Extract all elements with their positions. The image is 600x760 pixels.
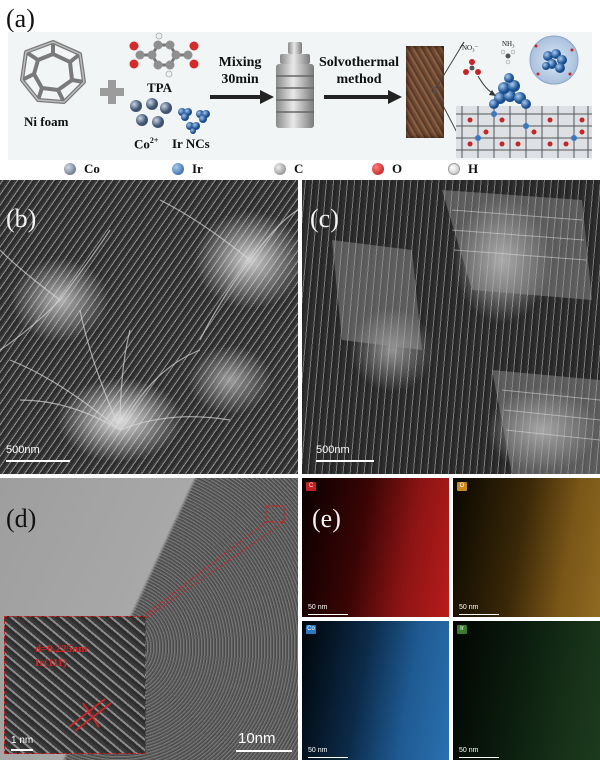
- eds-map-co-scale-bar: [308, 757, 348, 758]
- panel-c-sem-image: (c) 500nm: [302, 180, 600, 474]
- ni-foam-cage-icon: [20, 40, 86, 104]
- nh3-label: NH₃: [502, 40, 515, 48]
- panel-c-scale-bar: [316, 460, 374, 462]
- electrode-product-image: [406, 46, 444, 138]
- lattice-fringe-marker: [68, 698, 112, 732]
- eds-map-c-tag: C: [306, 482, 316, 491]
- panel-a: (a) Ni foam TPA: [0, 0, 600, 178]
- panel-c-label: (c): [310, 204, 339, 233]
- o-atom-swatch: [372, 163, 384, 176]
- co-ion-charge: 2+: [149, 136, 159, 145]
- eds-map-co-tag: Co: [306, 625, 316, 634]
- arrow-right-icon-2: [324, 90, 402, 104]
- eds-map-o-tag: O: [457, 482, 467, 491]
- no3-label: NO₃⁻: [462, 44, 479, 52]
- mixing-label: Mixing 30min: [212, 54, 268, 88]
- panel-b-label: (b): [6, 204, 37, 233]
- co-ion-label: Co2+: [134, 136, 158, 152]
- eds-map-o: O 50 nm: [453, 478, 600, 617]
- eds-map-c-scale: 50 nm: [308, 604, 328, 611]
- ir-ncs-label: Ir NCs: [172, 136, 210, 151]
- inset-plane-label: Ir(111): [35, 657, 67, 669]
- autoclave-icon: [276, 42, 314, 128]
- eds-map-c: C 50 nm: [302, 478, 449, 617]
- ir-atom-swatch: [172, 163, 184, 176]
- panel-d-scale-text: 10nm: [238, 730, 276, 747]
- mixing-line1: Mixing: [218, 55, 262, 70]
- arrow-right-icon: [210, 90, 274, 104]
- legend-o-label: O: [392, 161, 403, 177]
- eds-map-ir-scale-bar: [459, 757, 499, 758]
- co-ion-spheres-icon: [130, 98, 172, 128]
- inset-scale-bar: [11, 749, 33, 751]
- eds-map-o-scale: 50 nm: [459, 604, 479, 611]
- eds-map-ir-tag: Ir: [457, 625, 467, 634]
- legend-co-label: Co: [84, 161, 100, 177]
- inset-scale-text: 1 nm: [11, 735, 34, 746]
- mixing-line2: 30min: [221, 72, 259, 87]
- eds-map-ir: Ir 50 nm: [453, 621, 600, 760]
- ir-nanocluster-icon: [178, 108, 210, 134]
- legend-item-h: H: [448, 160, 478, 178]
- eds-map-ir-scale: 50 nm: [459, 747, 479, 754]
- solvothermal-line1: Solvothermal: [318, 55, 400, 70]
- panel-b-scale-bar: [6, 460, 70, 462]
- solvothermal-line2: method: [336, 72, 382, 87]
- panel-d-label: (d): [6, 504, 37, 533]
- panel-e-eds-maps: C 50 nm O 50 nm Co 50 nm Ir 50 nm (e): [302, 478, 600, 760]
- panel-b-scale-text: 500nm: [6, 444, 40, 456]
- eds-map-co-scale: 50 nm: [308, 747, 328, 754]
- legend-h-label: H: [468, 161, 479, 177]
- tpa-label: TPA: [147, 80, 173, 95]
- co-atom-swatch: [64, 163, 76, 176]
- eds-map-c-scale-bar: [308, 614, 348, 615]
- c-atom-swatch: [274, 163, 286, 176]
- ni-foam-label: Ni foam: [24, 114, 69, 129]
- h-atom-swatch: [448, 163, 460, 176]
- eds-map-co: Co 50 nm: [302, 621, 449, 760]
- tpa-molecule-icon: [129, 32, 199, 78]
- panel-c-scale-text: 500nm: [316, 444, 350, 456]
- panel-d-scale-bar: [236, 750, 292, 752]
- plus-icon-vertical: [108, 80, 116, 104]
- mof-structure-illustration: [456, 35, 592, 158]
- panel-a-label: (a): [6, 4, 35, 33]
- panel-b-sem-image: (b) 500nm: [0, 180, 298, 474]
- sem-plate-texture: [332, 190, 600, 474]
- hrtem-inset: d=0.225nm Ir(111) 1 nm: [4, 616, 146, 754]
- legend-c-label: C: [294, 161, 304, 177]
- atom-legend: Co Ir C O H: [64, 160, 484, 178]
- co-ion-text: Co: [134, 136, 150, 152]
- legend-ir-label: Ir: [192, 161, 203, 177]
- inset-d-spacing-label: d=0.225nm: [35, 643, 88, 655]
- panel-d-tem-image: (d) d=0.225nm Ir(111) 1 nm 10nm: [0, 478, 298, 760]
- sem-fibre-texture: [0, 199, 298, 431]
- legend-item-o: O: [372, 160, 402, 178]
- legend-item-co: Co: [64, 160, 100, 178]
- legend-item-c: C: [274, 160, 303, 178]
- panel-e-label: (e): [312, 504, 341, 533]
- eds-map-o-scale-bar: [459, 614, 499, 615]
- legend-item-ir: Ir: [172, 160, 203, 178]
- solvothermal-label: Solvothermal method: [316, 54, 402, 88]
- zoom-guide-lines: [145, 505, 285, 619]
